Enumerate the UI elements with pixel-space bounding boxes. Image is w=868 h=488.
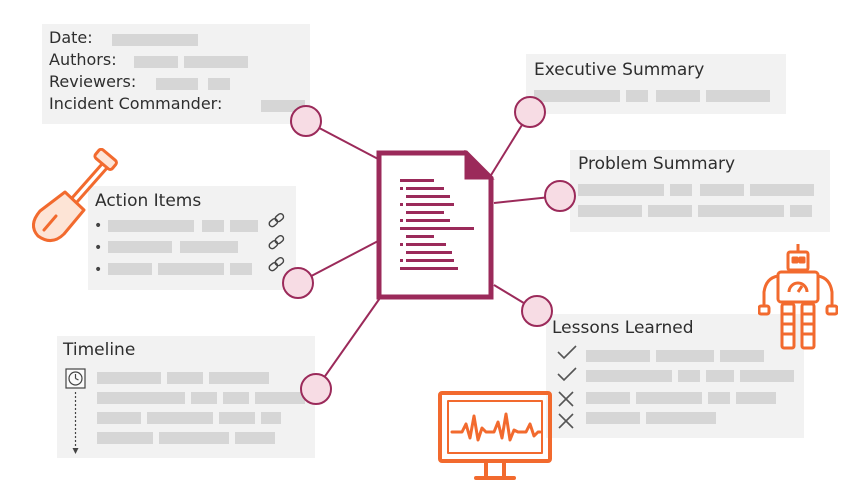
placeholder-bar bbox=[261, 412, 281, 424]
node-timeline bbox=[300, 373, 332, 405]
placeholder-bar bbox=[208, 78, 230, 90]
lessons-learned-panel: Lessons Learned bbox=[546, 314, 804, 438]
placeholder-bar bbox=[108, 263, 152, 275]
reviewers-label: Reviewers: bbox=[49, 72, 137, 91]
placeholder-bar bbox=[230, 220, 258, 232]
incident-commander-label: Incident Commander: bbox=[49, 94, 223, 113]
placeholder-bar bbox=[159, 432, 229, 444]
placeholder-bar bbox=[202, 220, 224, 232]
action-items-title: Action Items bbox=[95, 191, 202, 211]
shovel-icon bbox=[32, 148, 118, 242]
placeholder-bar bbox=[750, 184, 814, 196]
date-label: Date: bbox=[49, 28, 93, 47]
placeholder-bar bbox=[646, 412, 716, 424]
placeholder-bar bbox=[184, 56, 248, 68]
placeholder-bar bbox=[97, 372, 161, 384]
placeholder-bar bbox=[706, 90, 770, 102]
placeholder-bar bbox=[261, 100, 305, 112]
placeholder-bar bbox=[740, 370, 794, 382]
placeholder-bar bbox=[230, 263, 252, 275]
robot-icon bbox=[758, 244, 838, 350]
placeholder-bar bbox=[578, 184, 664, 196]
bullet-2: • bbox=[94, 240, 103, 256]
executive-summary-title: Executive Summary bbox=[534, 60, 705, 80]
placeholder-bar bbox=[706, 370, 734, 382]
timeline-title: Timeline bbox=[63, 340, 136, 360]
placeholder-bar bbox=[656, 90, 700, 102]
lessons-learned-title: Lessons Learned bbox=[552, 318, 694, 338]
placeholder-bar bbox=[158, 263, 224, 275]
placeholder-bar bbox=[108, 220, 194, 232]
placeholder-bar bbox=[698, 205, 784, 217]
placeholder-bar bbox=[147, 412, 213, 424]
placeholder-bar bbox=[235, 432, 275, 444]
node-problem-summary bbox=[544, 180, 576, 212]
placeholder-bar bbox=[720, 350, 764, 362]
executive-summary-panel: Executive Summary bbox=[526, 54, 786, 114]
placeholder-bar bbox=[209, 372, 269, 384]
placeholder-bar bbox=[656, 350, 714, 362]
placeholder-bar bbox=[648, 205, 692, 217]
placeholder-bar bbox=[180, 241, 238, 253]
placeholder-bar bbox=[678, 370, 700, 382]
placeholder-bar bbox=[586, 350, 650, 362]
bullet-1: • bbox=[94, 218, 103, 234]
placeholder-bar bbox=[586, 412, 640, 424]
placeholder-bar bbox=[97, 392, 185, 404]
monitor-heartbeat-icon bbox=[438, 391, 552, 480]
placeholder-bar bbox=[736, 392, 776, 404]
placeholder-bar bbox=[219, 412, 255, 424]
bullet-3: • bbox=[94, 262, 103, 278]
placeholder-bar bbox=[108, 241, 172, 253]
action-items-panel: Action Items • • • bbox=[88, 186, 296, 290]
placeholder-bar bbox=[156, 78, 198, 90]
placeholder-bar bbox=[700, 184, 744, 196]
placeholder-bar bbox=[586, 370, 672, 382]
placeholder-bar bbox=[97, 412, 141, 424]
placeholder-bar bbox=[708, 392, 730, 404]
placeholder-bar bbox=[97, 432, 153, 444]
authors-label: Authors: bbox=[49, 50, 117, 69]
placeholder-bar bbox=[191, 392, 217, 404]
placeholder-bar bbox=[134, 56, 178, 68]
problem-summary-title: Problem Summary bbox=[578, 154, 736, 174]
placeholder-bar bbox=[223, 392, 249, 404]
placeholder-bar bbox=[636, 392, 702, 404]
header-info-panel: Date: Authors: Reviewers: Incident Comma… bbox=[42, 24, 310, 124]
placeholder-bar bbox=[112, 34, 198, 46]
timeline-panel: Timeline bbox=[57, 336, 315, 458]
check-cross-marks bbox=[557, 345, 577, 429]
node-action-items bbox=[282, 267, 314, 299]
clock-icon bbox=[65, 368, 86, 454]
placeholder-bar bbox=[626, 90, 648, 102]
check-icon bbox=[557, 345, 577, 360]
chain-link-icon bbox=[268, 213, 285, 272]
node-executive-summary bbox=[514, 96, 546, 128]
placeholder-bar bbox=[670, 184, 692, 196]
placeholder-bar bbox=[255, 392, 305, 404]
placeholder-bar bbox=[167, 372, 203, 384]
node-header bbox=[290, 105, 322, 137]
problem-summary-panel: Problem Summary bbox=[570, 150, 830, 232]
document-icon bbox=[376, 150, 495, 300]
check-icon bbox=[557, 367, 577, 382]
node-lessons-learned bbox=[521, 295, 553, 327]
placeholder-bar bbox=[534, 90, 620, 102]
placeholder-bar bbox=[578, 205, 642, 217]
placeholder-bar bbox=[586, 392, 630, 404]
placeholder-bar bbox=[790, 205, 812, 217]
